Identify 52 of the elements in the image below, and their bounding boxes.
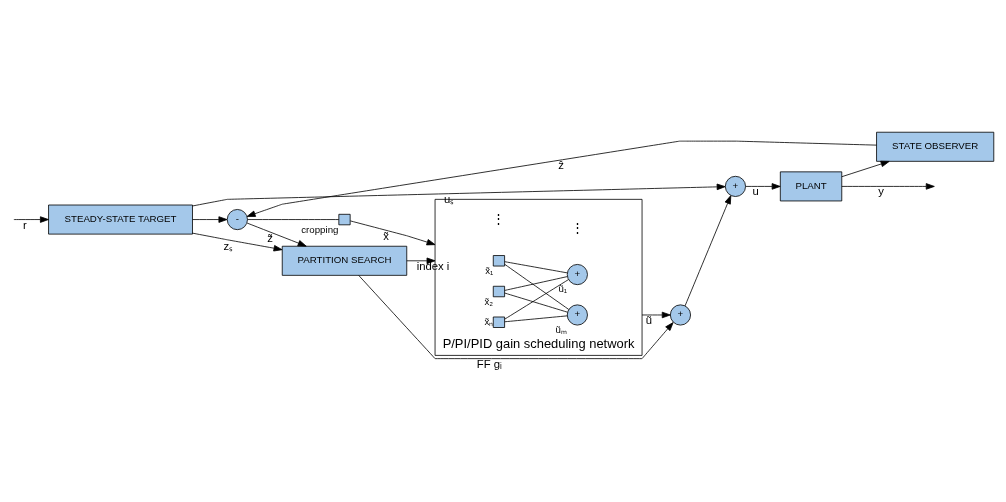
edge-label: index i <box>416 259 449 272</box>
connector <box>503 275 568 291</box>
node-box: STATE OBSERVER <box>875 131 994 162</box>
arrow <box>357 274 673 359</box>
edge-label: zₛ <box>223 239 233 252</box>
arrow <box>744 182 781 190</box>
edge-label: x̃ <box>382 229 389 242</box>
node-box: STEADY-STATE TARGET <box>47 204 193 235</box>
node-label: cropping <box>300 223 338 235</box>
node-box: PLANT <box>779 170 842 201</box>
connector <box>503 314 568 322</box>
arrow <box>191 215 227 223</box>
arrow <box>191 232 282 251</box>
node-box <box>337 213 351 225</box>
arrow <box>12 215 49 223</box>
node-label: x̃ₙ <box>483 315 493 327</box>
arrow <box>840 160 890 177</box>
label: ⋮ <box>570 219 584 235</box>
arrow <box>191 183 726 206</box>
node-box <box>492 254 505 266</box>
node-label: ũₘ <box>555 323 567 335</box>
arrow <box>246 222 307 247</box>
node-circle: + <box>566 263 588 285</box>
node-label: x̃₂ <box>484 295 493 307</box>
edge-label: u <box>751 184 759 197</box>
arrow <box>349 220 435 245</box>
edge-label: ẑ <box>557 158 564 171</box>
arrow <box>246 140 877 217</box>
label: ⋮ <box>491 210 505 226</box>
edge-label: ũ <box>645 313 652 326</box>
node-circle: + <box>724 175 746 197</box>
connector <box>246 218 339 220</box>
arrow <box>840 182 935 190</box>
arrow <box>405 257 435 264</box>
node-circle: - <box>226 208 248 230</box>
node-box <box>492 285 505 297</box>
connector <box>503 263 569 310</box>
connector <box>503 292 568 313</box>
node-circle: + <box>566 303 588 325</box>
edge-label: r <box>22 218 27 231</box>
node-box <box>492 316 505 328</box>
arrow <box>684 194 731 306</box>
arrow <box>641 311 671 318</box>
node-label: x̃₁ <box>484 264 493 276</box>
edge-label: FF gᵢ <box>476 357 502 370</box>
connector <box>503 260 568 273</box>
edge-label: y <box>877 184 884 197</box>
node-label: ũ₁ <box>557 282 567 294</box>
connector <box>503 278 569 320</box>
edge-label: z̃ <box>266 231 273 244</box>
node-box: PARTITION SEARCH <box>281 245 407 276</box>
node-circle: + <box>669 303 691 325</box>
